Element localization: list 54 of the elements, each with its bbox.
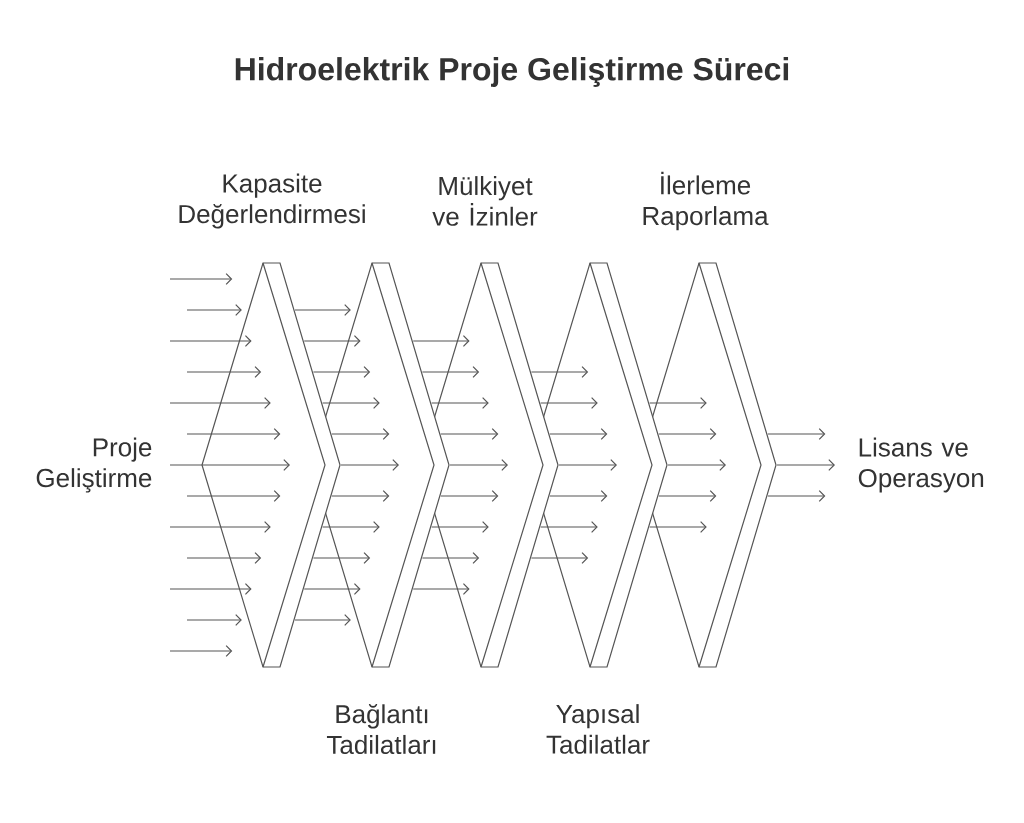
arrow [322,397,380,409]
arrow [322,521,380,533]
arrow [776,459,835,471]
title: Hidroelektrik Proje Geliştirme Süreci [235,57,789,87]
arrow [312,552,371,564]
arrow [331,428,390,440]
node-label: Yapısal Tadilatlar [546,704,650,754]
arrow [169,335,252,347]
node-label: Kapasite Değerlendirmesi [179,173,365,229]
arrow [540,521,598,533]
arrow [558,459,617,471]
stage-label: Lisans ve Operasyon [858,437,984,493]
arrow [549,490,608,502]
arrow [186,366,262,378]
arrow [186,304,242,316]
node-label: Bağlantı Tadilatları [326,703,436,755]
arrow [186,490,281,502]
arrow [540,397,598,409]
arrow [169,521,271,533]
arrow [312,366,371,378]
arrow [186,614,242,626]
arrow [440,490,499,502]
arrow [331,490,390,502]
arrow [667,459,726,471]
stage-label: Proje Geliştirme [36,437,152,493]
arrow [440,428,499,440]
node-label: Mülkiyet ve İzinler [432,176,538,226]
arrow [431,521,489,533]
arrow [412,583,470,595]
arrow [169,397,271,409]
arrow [186,552,262,564]
arrow [169,583,252,595]
arrow [658,490,717,502]
arrow [303,335,361,347]
arrow [186,428,281,440]
arrow [431,397,489,409]
arrow [767,490,826,502]
arrow [649,397,707,409]
arrow [421,552,480,564]
arrow [530,366,589,378]
arrow [340,459,399,471]
arrow [449,459,508,471]
arrow [294,614,351,626]
arrow [549,428,608,440]
arrow [649,521,707,533]
arrow [294,304,351,316]
arrow [169,459,290,471]
arrow [767,428,826,440]
arrow [303,583,361,595]
arrow [421,366,480,378]
arrow [412,335,470,347]
node-label: İlerleme Raporlama [643,171,769,231]
arrow [658,428,717,440]
arrow [530,552,589,564]
